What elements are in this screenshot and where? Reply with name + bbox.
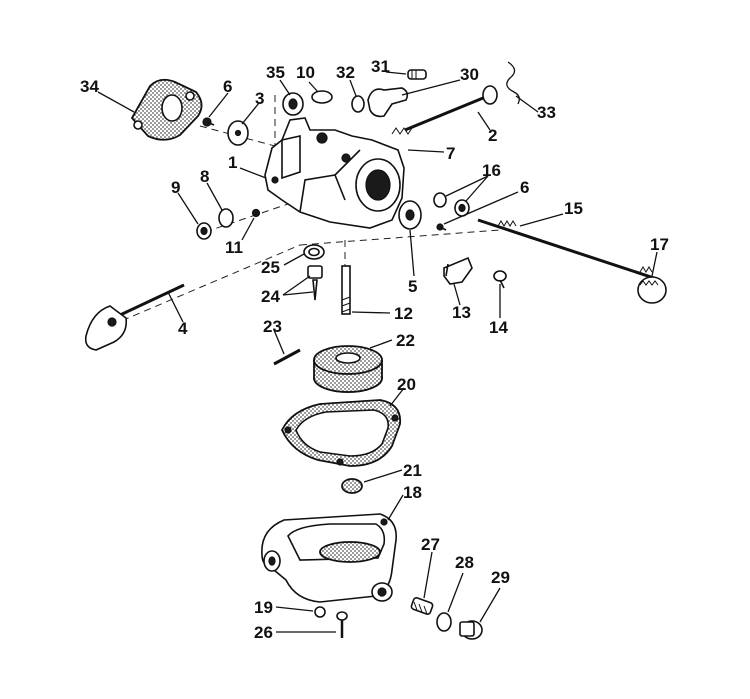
callout-30: 30: [460, 65, 479, 84]
callout-8: 8: [200, 167, 209, 186]
callout-22: 22: [396, 331, 415, 350]
choke-lever-4: [84, 283, 185, 351]
screw-27: [410, 596, 434, 616]
callout-28: 28: [455, 553, 474, 572]
callout-12: 12: [394, 304, 413, 323]
callout-31: 31: [371, 57, 390, 76]
washer-32: [351, 95, 365, 113]
callout-33: 33: [537, 103, 556, 122]
callout-4: 4: [178, 319, 188, 338]
callout-5: 5: [408, 277, 417, 296]
lever-13: [443, 256, 473, 285]
screw-6a: [202, 117, 215, 127]
screw-14: [493, 270, 507, 289]
callout-29: 29: [491, 568, 510, 587]
callout-2: 2: [488, 126, 497, 145]
carburetor-body-1: [264, 117, 405, 229]
callout-32: 32: [336, 63, 355, 82]
callout-20: 20: [397, 375, 416, 394]
plug-10: [311, 90, 333, 104]
nut-35: [282, 92, 304, 116]
callout-13: 13: [452, 303, 471, 322]
leader-lines: [97, 71, 658, 633]
washer-28: [436, 612, 452, 632]
callout-24: 24: [261, 287, 280, 306]
callout-15: 15: [564, 199, 583, 218]
choke-shaft-15: [477, 218, 661, 282]
callout-23: 23: [263, 317, 282, 336]
plug-17: [637, 276, 667, 304]
ball-19: [314, 606, 326, 618]
callout-10: 10: [296, 63, 315, 82]
callout-25: 25: [261, 258, 280, 277]
callout-21: 21: [403, 461, 422, 480]
callout-1: 1: [228, 153, 237, 172]
seal-21: [341, 478, 363, 494]
nut-9: [196, 222, 212, 240]
callout-26: 26: [254, 623, 273, 642]
float-bowl-18: [261, 513, 397, 603]
throttle-lever-30: [367, 79, 461, 118]
callout-16: 16: [482, 161, 501, 180]
callout-9: 9: [171, 178, 180, 197]
flange-gasket-34: [130, 78, 203, 141]
gasket-25: [303, 244, 325, 260]
screw-31: [407, 69, 427, 80]
callout-11: 11: [225, 238, 243, 257]
screw-6b: [436, 223, 447, 231]
spring-33: [506, 61, 520, 105]
inlet-needle-24: [307, 265, 323, 301]
ball-11: [251, 208, 261, 218]
seal-16: [433, 192, 470, 217]
throttle-shaft-2: [404, 85, 498, 132]
callout-17: 17: [650, 235, 669, 254]
callout-18: 18: [403, 483, 422, 502]
gasket-20: [281, 399, 402, 467]
callout-27: 27: [421, 535, 440, 554]
washer-3: [227, 120, 249, 146]
callout-6-lower: 6: [520, 178, 529, 197]
plug-29: [459, 620, 483, 640]
callout-35: 35: [266, 63, 285, 82]
callout-14: 14: [489, 318, 508, 337]
washer-8: [218, 208, 234, 228]
screw-26: [336, 611, 348, 638]
callout-3: 3: [255, 89, 264, 108]
callout-34: 34: [80, 77, 99, 96]
choke-valve-5: [398, 200, 422, 230]
callout-6-upper: 6: [223, 77, 232, 96]
spring-7: [391, 127, 413, 135]
callout-7: 7: [446, 144, 455, 163]
pin-23: [273, 348, 301, 366]
callout-19: 19: [254, 598, 273, 617]
nozzle-12: [341, 265, 351, 315]
callout-labels: 34 6 3 35 10 32 31 30 33 2 7 1 8 9 11 16…: [80, 57, 669, 642]
float-22: [313, 345, 383, 393]
